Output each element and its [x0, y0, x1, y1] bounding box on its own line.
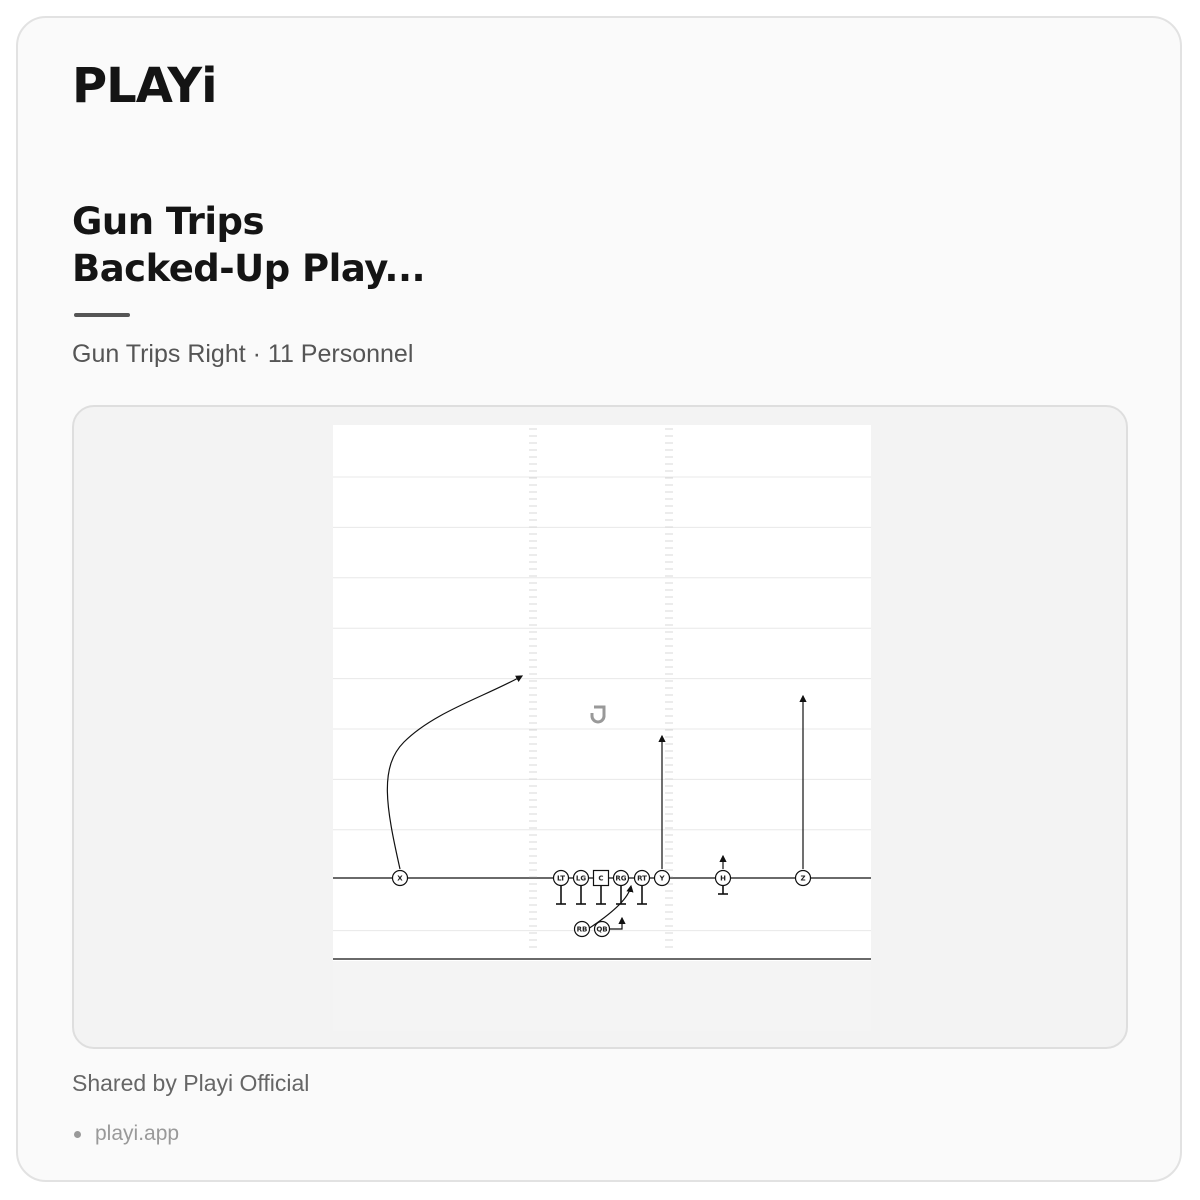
player-z-marker	[794, 869, 812, 887]
player-h-label: H	[720, 875, 726, 883]
player-z-label: Z	[800, 875, 805, 883]
route-x	[386, 675, 524, 870]
route-rb	[587, 884, 634, 930]
blocking-marks	[556, 886, 728, 905]
player-y-label: Y	[658, 875, 665, 883]
hash-marks	[529, 428, 673, 948]
yard-lines	[333, 476, 871, 960]
routes	[386, 675, 807, 930]
player-lg-label: LG	[576, 875, 586, 883]
player-lt-marker	[552, 869, 570, 887]
player-rt-marker	[633, 869, 651, 887]
title-divider	[74, 313, 130, 317]
players: X LT LG C RG RT Y H Z RB QB	[391, 869, 812, 938]
player-rg-label: RG	[615, 875, 626, 883]
bullet-dot	[74, 1130, 81, 1138]
player-lg-marker	[572, 869, 590, 887]
player-lt-label: LT	[557, 875, 565, 883]
player-h-marker	[714, 869, 732, 887]
footer-link-row[interactable]: playi.app	[74, 1122, 179, 1146]
player-rt-label: RT	[637, 875, 647, 883]
player-y-marker	[653, 869, 671, 887]
player-rb-marker	[573, 920, 591, 938]
player-qb-label: QB	[596, 926, 607, 934]
player-rg-marker	[612, 869, 630, 887]
play-diagram[interactable]: X LT LG C RG RT Y H Z RB QB	[72, 405, 1128, 1049]
player-rb-label: RB	[577, 926, 588, 934]
player-c-label: C	[598, 875, 603, 883]
play-title: Gun Trips Backed-Up Play...	[72, 198, 772, 292]
play-subtitle: Gun Trips Right · 11 Personnel	[72, 340, 414, 368]
playi-mark-icon	[590, 705, 606, 724]
play-title-line-1: Gun Trips	[72, 200, 265, 243]
field-endzone	[333, 961, 871, 1031]
player-x-label: X	[397, 875, 403, 883]
player-qb-marker	[593, 920, 611, 938]
field-background	[333, 425, 871, 1031]
play-title-line-2: Backed-Up Play...	[72, 247, 426, 290]
playi-link[interactable]: playi.app	[95, 1122, 180, 1145]
shared-by: Shared by Playi Official	[72, 1070, 310, 1096]
playi-logo: PLAYi	[72, 58, 218, 114]
player-c-marker	[592, 869, 610, 887]
field-diagram-svg: X LT LG C RG RT Y H Z RB QB	[333, 425, 871, 1031]
player-x-marker	[391, 869, 409, 887]
route-qb	[609, 916, 626, 930]
